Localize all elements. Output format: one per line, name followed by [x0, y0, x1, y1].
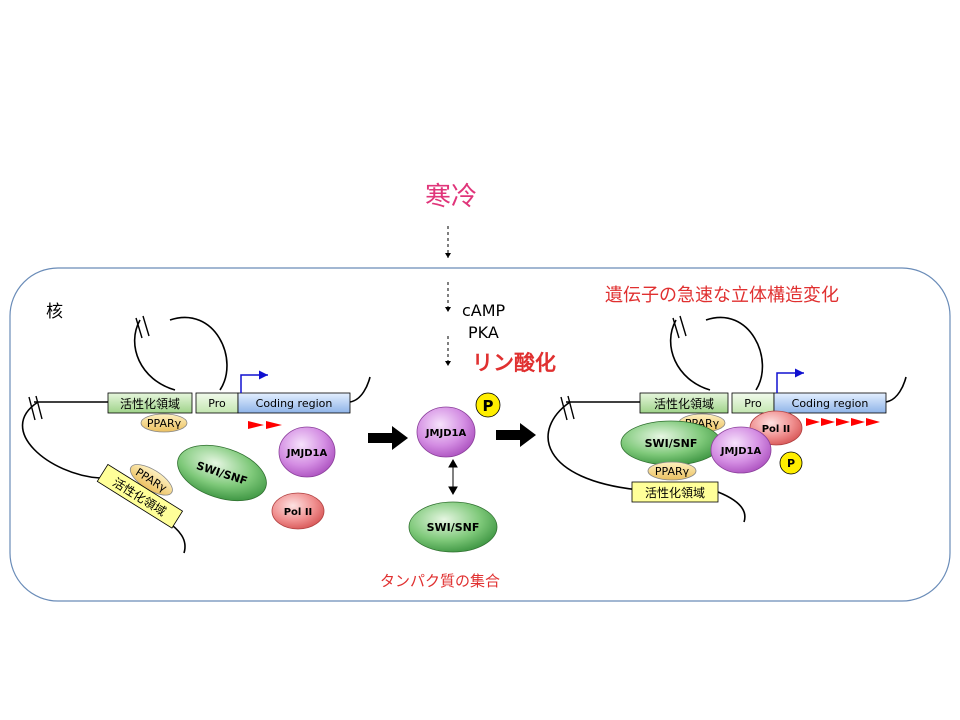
left-ppar-top-label: PPARγ	[147, 417, 182, 430]
right-transcription-arrows	[806, 418, 880, 426]
right-promoter-label: Pro	[744, 397, 762, 410]
right-enhancer-top-label: 活性化領域	[654, 396, 714, 411]
right-pol-ii-label: Pol II	[762, 424, 791, 435]
structure-change-headline: 遺伝子の急速な立体構造変化	[605, 285, 839, 306]
arrow-middle-to-right	[496, 423, 536, 447]
right-ppar-bottom-label: PPARγ	[655, 465, 690, 478]
middle-phospho	[475, 392, 501, 418]
right-swi-snf-label: SWI/SNF	[645, 437, 698, 450]
left-enhancer-bottom	[96, 463, 184, 529]
protein-assembly-caption: タンパク質の集合	[380, 572, 500, 590]
left-jmjd1a-label: JMJD1A	[286, 448, 328, 459]
left-dna	[21, 315, 371, 554]
left-ppar-top	[140, 413, 188, 433]
right-enhancer-bottom-label: 活性化領域	[645, 485, 705, 500]
pka-label: PKA	[468, 323, 499, 342]
left-pol-ii	[271, 492, 325, 530]
right-ppar-bottom	[647, 461, 697, 481]
middle-jmjd1a	[416, 406, 476, 458]
nucleus-outline	[9, 267, 951, 602]
left-tss-arrow	[240, 370, 268, 393]
middle-swi-snf-label: SWI/SNF	[427, 521, 480, 534]
left-enhancer-top	[107, 392, 193, 414]
left-coding-label: Coding region	[256, 397, 333, 410]
middle-jmjd1a-label: JMJD1A	[425, 428, 467, 439]
right-phospho	[779, 451, 803, 475]
right-coding-label: Coding region	[792, 397, 869, 410]
camp-label: cAMP	[462, 301, 506, 320]
right-jmjd1a-label: JMJD1A	[720, 446, 762, 457]
left-jmjd1a	[278, 426, 336, 478]
nucleus-label: 核	[46, 302, 63, 322]
left-enhancer-top-label: 活性化領域	[120, 396, 180, 411]
left-coding-region	[237, 392, 351, 414]
left-swi-snf	[177, 444, 267, 502]
right-enhancer-top	[639, 392, 729, 414]
phosphorylation-label: リン酸化	[472, 351, 556, 375]
middle-bidirectional-arrow	[448, 458, 458, 496]
right-jmjd1a	[710, 426, 772, 474]
right-tss-arrow	[776, 368, 804, 393]
left-transcription-arrows	[248, 421, 282, 429]
right-coding-region	[773, 392, 887, 414]
middle-swi-snf	[408, 501, 498, 553]
right-enhancer-bottom	[631, 481, 719, 503]
left-pol-ii-label: Pol II	[284, 507, 313, 518]
cold-title: 寒冷	[425, 182, 477, 212]
right-phospho-label: P	[787, 457, 795, 470]
right-dna	[547, 315, 907, 523]
left-promoter-label: Pro	[208, 397, 226, 410]
middle-phospho-label: P	[483, 397, 494, 415]
arrow-left-to-middle	[368, 426, 408, 450]
